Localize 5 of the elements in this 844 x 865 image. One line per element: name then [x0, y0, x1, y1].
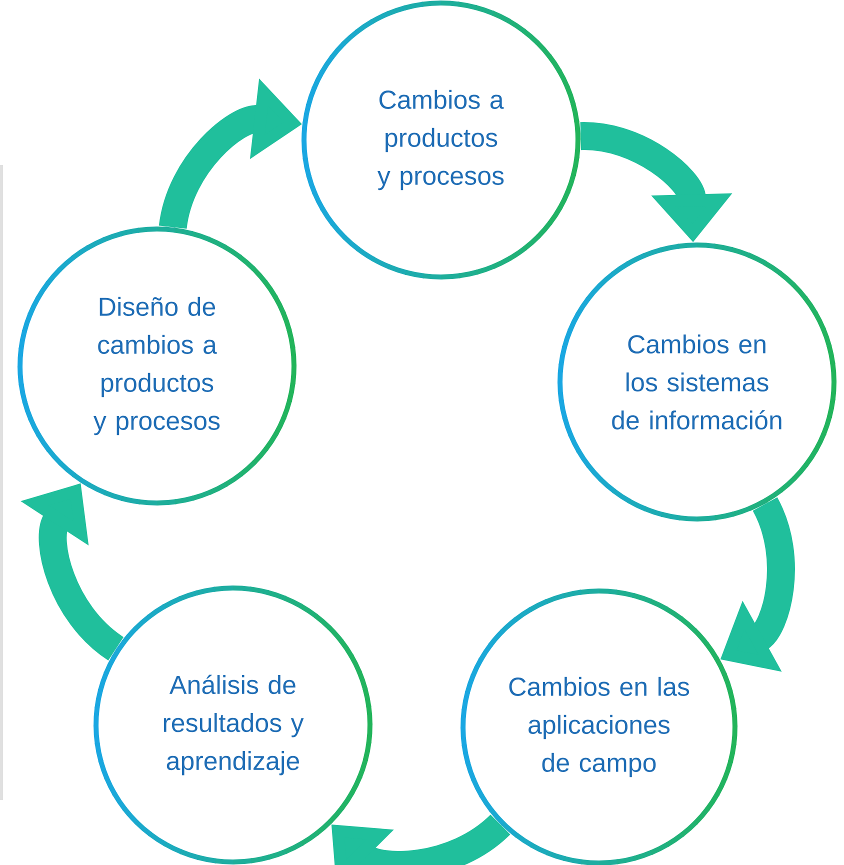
circle-node: Cambios a productos y procesos [302, 0, 580, 280]
circle-node: Cambios en los sistemas de información [558, 242, 836, 522]
circle-node: Análisis de resultados y aprendizaje [94, 586, 372, 864]
circle-node: Diseño de cambios a productos y procesos [18, 226, 296, 506]
circle-node: Cambios en las aplicaciones de campo [460, 588, 738, 865]
